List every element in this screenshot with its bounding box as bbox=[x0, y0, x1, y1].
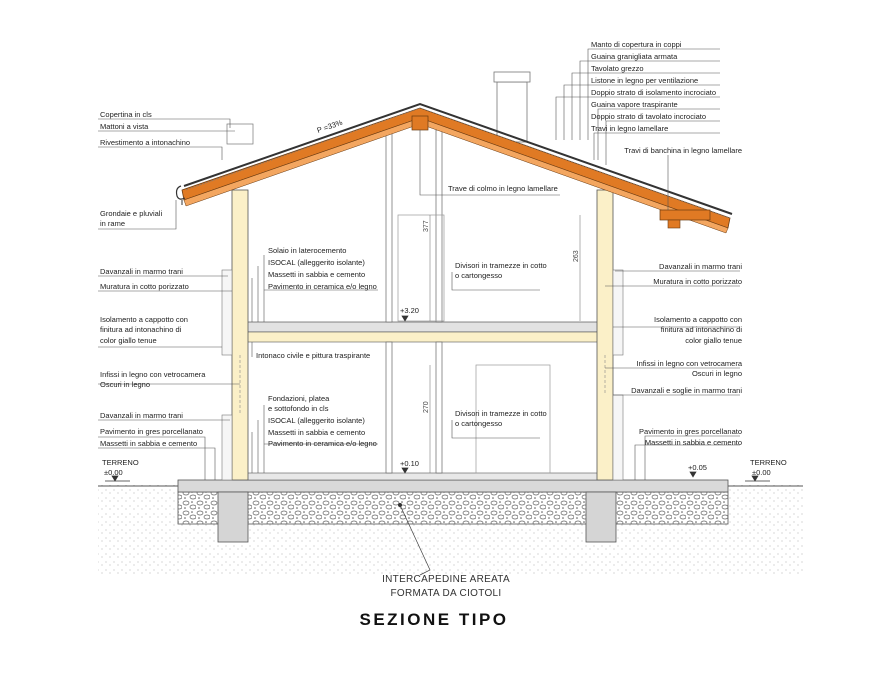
level-right-entry: +0.05 bbox=[688, 463, 707, 472]
left-label-14: Massetti in sabbia e cemento bbox=[100, 439, 197, 448]
leaders-right-top bbox=[555, 48, 720, 210]
left-label-9: color giallo tenue bbox=[100, 336, 157, 345]
right-top-label-1: Guaina granigliata armata bbox=[591, 52, 678, 61]
left-label-4: in rame bbox=[100, 219, 125, 228]
label-solaio: Solaio in laterocemento bbox=[268, 246, 346, 255]
label-divisori-upper-1: Divisori in tramezze in cotto bbox=[455, 261, 547, 270]
left-label-3: Grondaie e pluviali bbox=[100, 209, 162, 218]
dim-right-height: 263 bbox=[573, 250, 580, 262]
label-fondazioni-2: e sottofondo in cls bbox=[268, 404, 329, 413]
right-wall bbox=[596, 189, 614, 481]
terreno-left-value: ±0.00 bbox=[104, 468, 123, 477]
left-label-13: Pavimento in gres porcellanato bbox=[100, 427, 203, 436]
label-trave-colmo: Trave di colmo in legno lamellare bbox=[448, 184, 558, 193]
dim-upper-door: 377 bbox=[423, 220, 430, 232]
right-label-6: Infissi in legno con vetrocamera bbox=[637, 359, 743, 368]
label-intonaco: Intonaco civile e pittura traspirante bbox=[256, 351, 370, 360]
right-top-label-4: Doppio strato di isolamento incrociato bbox=[591, 88, 716, 97]
label-isocal-upper: ISOCAL (alleggerito isolante) bbox=[268, 258, 365, 267]
left-label-1: Mattoni a vista bbox=[100, 122, 149, 131]
eave-beam bbox=[659, 209, 711, 221]
right-label-3: Isolamento a cappotto con bbox=[654, 315, 742, 324]
dimension-lines bbox=[429, 215, 581, 473]
footing-left bbox=[217, 491, 249, 543]
label-pavimento-upper: Pavimento in ceramica e/o legno bbox=[268, 282, 377, 291]
right-top-label-2: Tavolato grezzo bbox=[591, 64, 644, 73]
drawing-title: SEZIONE TIPO bbox=[359, 610, 508, 629]
note-intercapedine-2: FORMATA DA CIOTOLI bbox=[391, 588, 502, 599]
right-top-label-5: Guaina vapore traspirante bbox=[591, 100, 678, 109]
walls bbox=[221, 129, 624, 481]
leaders-right bbox=[605, 270, 740, 480]
terreno-right-label: TERRENO bbox=[750, 458, 787, 467]
dim-lower-door: 270 bbox=[423, 401, 430, 413]
roof bbox=[175, 102, 733, 234]
right-top-label-6: Doppio strato di tavolato incrociato bbox=[591, 112, 706, 121]
left-label-7: Isolamento a cappotto con bbox=[100, 315, 188, 324]
right-top-label-3: Listone in legno per ventilazione bbox=[591, 76, 698, 85]
right-label-4: finitura ad intonachino di bbox=[661, 325, 743, 334]
right-top-label-0: Manto di copertura in coppi bbox=[591, 40, 682, 49]
level-first-floor: +3.20 bbox=[400, 306, 419, 315]
label-isocal-lower: ISOCAL (alleggerito isolante) bbox=[268, 416, 365, 425]
note-intercapedine-1: INTERCAPEDINE AREATA bbox=[382, 574, 510, 585]
left-label-12: Davanzali in marmo trani bbox=[100, 411, 183, 420]
gutter bbox=[175, 185, 186, 200]
label-massetti-upper: Massetti in sabbia e cemento bbox=[268, 270, 365, 279]
left-wall bbox=[231, 189, 249, 481]
right-label-9: Pavimento in gres porcellanato bbox=[639, 427, 742, 436]
left-label-0: Copertina in cls bbox=[100, 110, 152, 119]
upper-door bbox=[397, 214, 445, 322]
footing-right bbox=[585, 491, 617, 543]
right-label-1: Davanzali in marmo trani bbox=[659, 262, 742, 271]
left-label-2: Rivestimento a intonachino bbox=[100, 138, 190, 147]
left-label-6: Muratura in cotto porizzato bbox=[100, 282, 189, 291]
ridge-beam bbox=[411, 115, 429, 131]
label-divisori-lower-2: o cartongesso bbox=[455, 419, 502, 428]
level-ground-floor: +0.10 bbox=[400, 459, 419, 468]
lower-door bbox=[475, 364, 551, 474]
ground bbox=[98, 479, 803, 575]
label-divisori-upper-2: o cartongesso bbox=[455, 271, 502, 280]
right-label-10: Massetti in sabbia e cemento bbox=[645, 438, 742, 447]
label-pavimento-lower: Pavimento in ceramica e/o legno bbox=[268, 439, 377, 448]
right-label-2: Muratura in cotto porizzato bbox=[653, 277, 742, 286]
terreno-right-value: ±0.00 bbox=[752, 468, 771, 477]
right-top-label-7: Travi in legno lamellare bbox=[591, 124, 668, 133]
label-fondazioni-1: Fondazioni, platea bbox=[268, 394, 330, 403]
leaders-center bbox=[251, 130, 560, 473]
left-label-11: Oscuri in legno bbox=[100, 380, 150, 389]
foundation-slab bbox=[177, 479, 729, 493]
label-massetti-lower: Massetti in sabbia e cemento bbox=[268, 428, 365, 437]
right-label-8: Davanzali e soglie in marmo trani bbox=[631, 386, 742, 395]
left-label-5: Davanzali in marmo trani bbox=[100, 267, 183, 276]
label-divisori-lower-1: Divisori in tramezze in cotto bbox=[455, 409, 547, 418]
left-label-8: finitura ad intonachino di bbox=[100, 325, 182, 334]
terreno-left-label: TERRENO bbox=[102, 458, 139, 467]
level-markers bbox=[105, 315, 770, 482]
leaders-left bbox=[98, 118, 240, 480]
right-label-0: Travi di banchina in legno lamellare bbox=[624, 146, 742, 155]
left-label-10: Infissi in legno con vetrocamera bbox=[100, 370, 206, 379]
first-floor-slab bbox=[245, 321, 599, 333]
right-label-7: Oscuri in legno bbox=[692, 369, 742, 378]
gravel-layer bbox=[177, 491, 729, 525]
right-label-5: color giallo tenue bbox=[685, 336, 742, 345]
